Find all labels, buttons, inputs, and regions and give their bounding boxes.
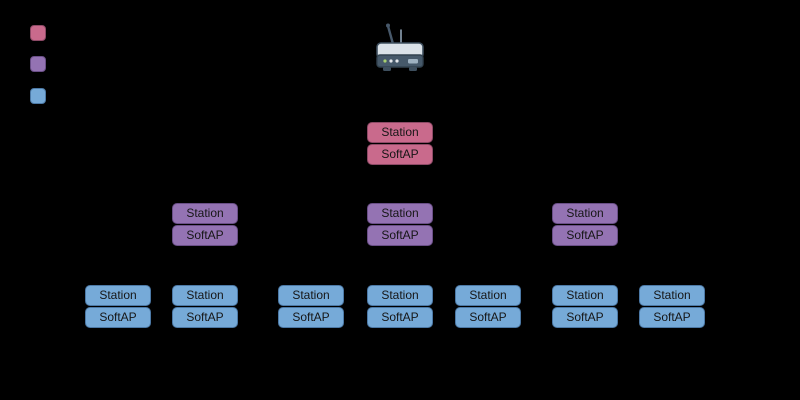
station-label: Station — [367, 285, 433, 306]
leaf-node-1: Station SoftAP — [85, 285, 151, 329]
softap-label: SoftAP — [172, 225, 238, 246]
softap-label: SoftAP — [172, 307, 238, 328]
softap-label: SoftAP — [278, 307, 344, 328]
softap-label: SoftAP — [367, 307, 433, 328]
leaf-node-2: Station SoftAP — [172, 285, 238, 329]
station-label: Station — [85, 285, 151, 306]
station-label: Station — [367, 122, 433, 143]
wifi-router-icon — [376, 23, 424, 71]
softap-label: SoftAP — [552, 307, 618, 328]
station-label: Station — [278, 285, 344, 306]
softap-label: SoftAP — [552, 225, 618, 246]
softap-label: SoftAP — [639, 307, 705, 328]
root-node: Station SoftAP — [367, 122, 433, 166]
station-label: Station — [367, 203, 433, 224]
softap-label: SoftAP — [367, 225, 433, 246]
station-label: Station — [552, 285, 618, 306]
leaf-node-4: Station SoftAP — [367, 285, 433, 329]
legend-swatch-intermediate-parent-node — [30, 56, 46, 72]
station-label: Station — [639, 285, 705, 306]
leaf-node-7: Station SoftAP — [639, 285, 705, 329]
legend-swatch-leaf-node — [30, 88, 46, 104]
station-label: Station — [172, 285, 238, 306]
station-label: Station — [455, 285, 521, 306]
station-label: Station — [552, 203, 618, 224]
leaf-node-6: Station SoftAP — [552, 285, 618, 329]
leaf-node-5: Station SoftAP — [455, 285, 521, 329]
station-label: Station — [172, 203, 238, 224]
intermediate-parent-node-3: Station SoftAP — [552, 203, 618, 247]
softap-label: SoftAP — [455, 307, 521, 328]
softap-label: SoftAP — [367, 144, 433, 165]
intermediate-parent-node-2: Station SoftAP — [367, 203, 433, 247]
legend-swatch-root-node — [30, 25, 46, 41]
softap-label: SoftAP — [85, 307, 151, 328]
intermediate-parent-node-1: Station SoftAP — [172, 203, 238, 247]
leaf-node-3: Station SoftAP — [278, 285, 344, 329]
